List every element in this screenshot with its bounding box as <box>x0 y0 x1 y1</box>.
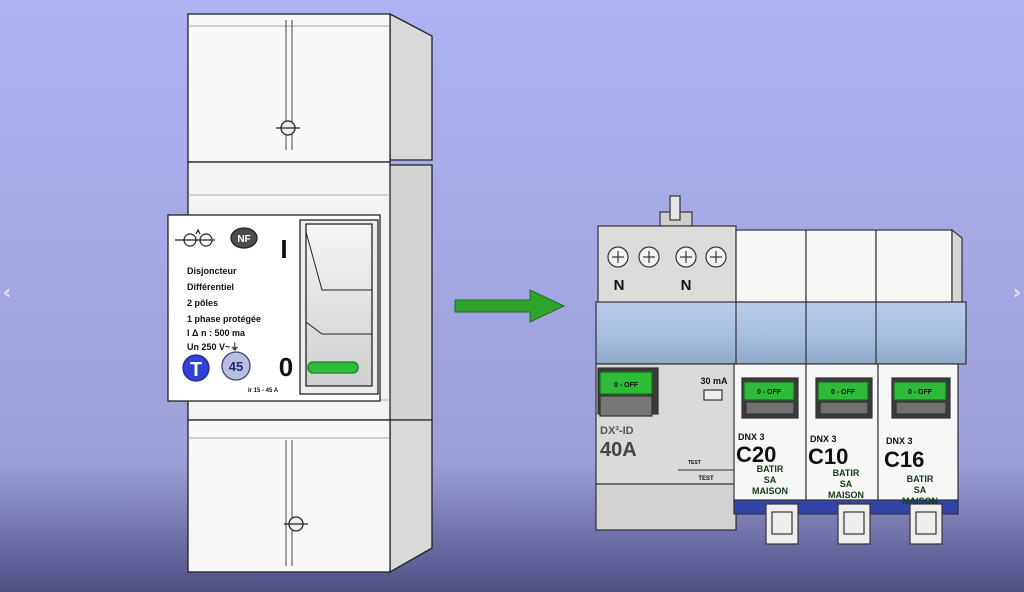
rating-badge-label: 45 <box>229 359 243 374</box>
breaker-lever-label: 0 - OFF <box>831 389 856 396</box>
label-line-4: 1 phase protégée <box>187 314 261 324</box>
prev-arrow-icon[interactable]: ‹ <box>2 280 12 304</box>
label-line-1: Disjoncteur <box>187 266 237 276</box>
breaker-brand-line: SA <box>914 485 927 495</box>
nf-badge-label: NF <box>237 234 250 245</box>
rating-label: 40A <box>600 439 637 461</box>
screw-icon <box>284 516 308 532</box>
model-label: DX³-ID <box>600 425 634 437</box>
coil-symbol-icon <box>175 228 215 247</box>
label-line-6: Un 250 V~⏚ <box>187 342 239 352</box>
breaker-brand-line: SA <box>764 475 777 485</box>
label-line-2: Différentiel <box>187 282 234 292</box>
breaker-brand-line: MAISON <box>752 486 788 496</box>
label-line-5: I Δ n : 500 ma <box>187 328 246 338</box>
range-text: Ir 15 - 45 A <box>248 388 279 394</box>
toggle-lever[interactable] <box>305 223 373 387</box>
breaker-brand-line: BATIR <box>757 464 784 474</box>
rating-badge <box>221 351 251 381</box>
screw-icon <box>276 120 300 136</box>
on-mark: I <box>280 234 287 264</box>
label-line-3: 2 pôles <box>187 298 218 308</box>
breaker-lever-label: 0 - OFF <box>908 389 933 396</box>
breaker-brand-line: MAISON <box>828 490 864 500</box>
breaker-series: DNX 3 <box>738 432 765 442</box>
off-mark: 0 <box>279 352 293 382</box>
test-small-label: TEST <box>688 460 701 466</box>
test-button-label: T <box>190 359 202 381</box>
breaker-brand-line: MAISON <box>902 496 938 506</box>
test-button-label[interactable]: TEST <box>698 476 714 482</box>
breaker-brand-line: BATIR <box>907 474 934 484</box>
screw-icon <box>638 246 660 268</box>
right-panel <box>595 195 967 545</box>
screw-icon <box>675 246 697 268</box>
breaker-brand-line: SA <box>840 479 853 489</box>
test-button[interactable] <box>182 354 210 382</box>
next-arrow-icon[interactable]: › <box>1012 280 1022 304</box>
breaker-rating: C10 <box>808 444 848 469</box>
breaker-rating: C20 <box>736 442 776 467</box>
breaker-series: DNX 3 <box>886 436 913 446</box>
test-window-icon <box>703 389 723 401</box>
main-lever-label: 0 - OFF <box>614 382 639 389</box>
right-arrow-icon <box>454 289 566 323</box>
screw-icon <box>607 246 629 268</box>
blue-cover-band <box>595 301 967 365</box>
screw-icon <box>705 246 727 268</box>
breaker-lever[interactable] <box>817 381 869 401</box>
terminal-label-1: N <box>614 277 625 294</box>
left-breaker <box>167 12 433 574</box>
breaker-brand-line: BATIR <box>833 468 860 478</box>
nf-badge <box>230 227 258 249</box>
sensitivity-label: 30 mA <box>700 376 728 386</box>
main-lever[interactable] <box>599 371 653 395</box>
breaker-rating: C16 <box>884 447 924 472</box>
breaker-lever[interactable] <box>893 381 947 401</box>
breaker-series: DNX 3 <box>810 434 837 444</box>
terminal-label-2: N <box>681 277 692 294</box>
breaker-lever-label: 0 - OFF <box>757 389 782 396</box>
breaker-lever[interactable] <box>743 381 795 401</box>
